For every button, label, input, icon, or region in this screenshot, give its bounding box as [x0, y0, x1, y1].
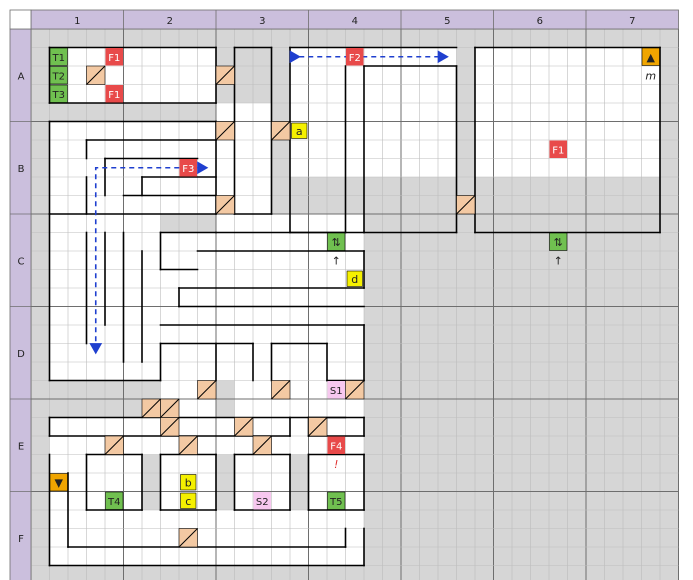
door-slash	[308, 417, 328, 437]
door-slash	[104, 435, 124, 455]
door-slash	[86, 65, 106, 85]
marker-orange-tile	[49, 473, 68, 492]
marker-green-tile	[549, 232, 568, 251]
marker-red-tile	[549, 140, 567, 158]
floor-area	[290, 47, 457, 177]
marker-green-tile	[49, 66, 68, 85]
marker-label: F1	[108, 53, 120, 64]
marker-label: T3	[52, 90, 65, 101]
door-slash	[271, 121, 291, 141]
marker-pink-tile	[253, 492, 271, 510]
door-slash	[141, 398, 161, 418]
marker-label: ▲	[647, 51, 656, 64]
column-label: 4	[352, 16, 358, 27]
marker-green-tile	[49, 47, 68, 66]
marker-label: a	[296, 125, 303, 138]
marker-yellow-tile	[180, 474, 197, 491]
marker-label: ⇅	[554, 236, 563, 249]
marker-green-tile	[49, 84, 68, 103]
marker-label: ▼	[55, 476, 64, 489]
marker-label: T4	[107, 497, 120, 508]
floor-area	[160, 325, 364, 381]
marker-yellow-tile	[291, 122, 308, 139]
door-slash	[345, 380, 365, 400]
marker-label: T1	[52, 53, 65, 64]
marker-pink-tile	[327, 381, 345, 399]
marker-red-tile	[179, 159, 197, 177]
marker-green-tile	[327, 232, 346, 251]
marker-label: F1	[552, 145, 564, 156]
corner-cell	[9, 9, 32, 30]
marker-label: b	[185, 476, 192, 489]
door-slash	[234, 417, 254, 437]
marker-label: F3	[182, 164, 194, 175]
column-label: 3	[259, 16, 265, 27]
marker-label: d	[351, 273, 358, 286]
marker-yellow-tile	[180, 492, 197, 509]
marker-red-tile	[105, 85, 123, 103]
row-label: A	[18, 71, 25, 82]
marker-red-tile	[346, 48, 364, 66]
door-slash	[215, 121, 235, 141]
row-label: F	[18, 534, 24, 545]
column-label: 1	[74, 16, 80, 27]
door-slash	[197, 380, 217, 400]
floor-area	[86, 510, 364, 566]
door-slash	[160, 398, 180, 418]
marker-orange-tile	[641, 47, 660, 66]
door-slash	[271, 380, 291, 400]
marker-label: S1	[330, 386, 343, 397]
marker-label: F1	[108, 90, 120, 101]
row-label: C	[18, 256, 25, 267]
path-arrow	[89, 166, 189, 355]
door-slash	[178, 435, 198, 455]
marker-label: T2	[52, 71, 65, 82]
map-annotation: !	[334, 458, 338, 471]
door-slash	[252, 435, 272, 455]
row-label: D	[17, 349, 25, 360]
row-header-bar	[9, 28, 32, 580]
marker-green-tile	[327, 491, 346, 510]
row-label: B	[18, 164, 25, 175]
marker-label: S2	[256, 497, 269, 508]
map-annotation: ↑	[554, 254, 563, 267]
marker-label: F2	[349, 53, 361, 64]
door-slash	[215, 195, 235, 215]
map-annotation: m	[645, 69, 656, 82]
map-annotation: ↑	[332, 254, 341, 267]
row-label: E	[18, 441, 24, 452]
marker-label: c	[185, 495, 191, 508]
marker-label: ⇅	[332, 236, 341, 249]
door-slash	[215, 65, 235, 85]
door-slash	[178, 528, 198, 548]
marker-label: F4	[330, 441, 342, 452]
marker-label: T5	[329, 497, 342, 508]
column-label: 7	[629, 16, 635, 27]
marker-red-tile	[105, 48, 123, 66]
marker-yellow-tile	[346, 270, 363, 287]
column-label: 6	[537, 16, 543, 27]
floor-area	[49, 47, 216, 103]
column-label: 5	[444, 16, 450, 27]
marker-green-tile	[105, 491, 124, 510]
door-slash	[456, 195, 476, 215]
marker-red-tile	[327, 436, 345, 454]
column-label: 2	[167, 16, 173, 27]
door-slash	[160, 417, 180, 437]
